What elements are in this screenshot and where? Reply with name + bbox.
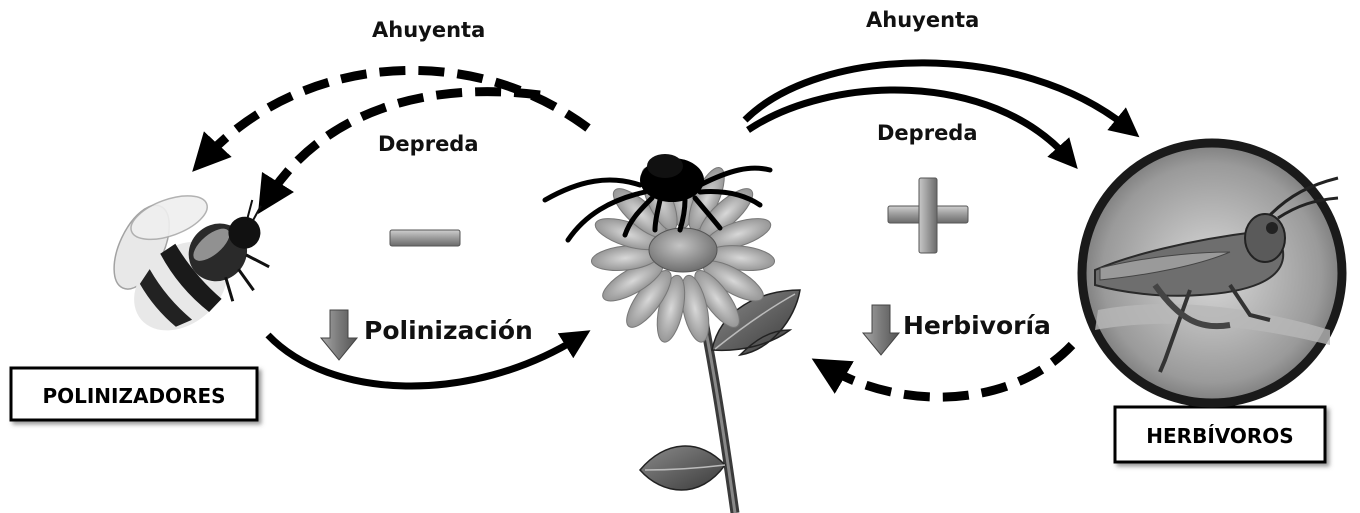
herbivoros-label: HERBÍVOROS bbox=[1146, 424, 1293, 448]
grasshopper-icon bbox=[1082, 143, 1342, 403]
depreda-right-label: Depreda bbox=[877, 121, 978, 145]
polinizacion-label: Polinización bbox=[364, 316, 533, 345]
polinizadores-label: POLINIZADORES bbox=[42, 384, 225, 408]
depreda-left-label: Depreda bbox=[378, 132, 479, 156]
down-arrow-icon bbox=[321, 310, 357, 360]
ahuyenta-left-label: Ahuyenta bbox=[372, 18, 485, 42]
herbivoria-label: Herbivoría bbox=[903, 311, 1051, 340]
down-arrow-icon bbox=[863, 305, 899, 355]
bumblebee-icon bbox=[78, 141, 299, 359]
flower-icon bbox=[590, 160, 800, 513]
herbivoria-arrow bbox=[828, 345, 1072, 397]
plus-sign bbox=[888, 178, 968, 253]
minus-sign bbox=[390, 230, 460, 246]
ahuyenta-right-label: Ahuyenta bbox=[866, 8, 979, 32]
